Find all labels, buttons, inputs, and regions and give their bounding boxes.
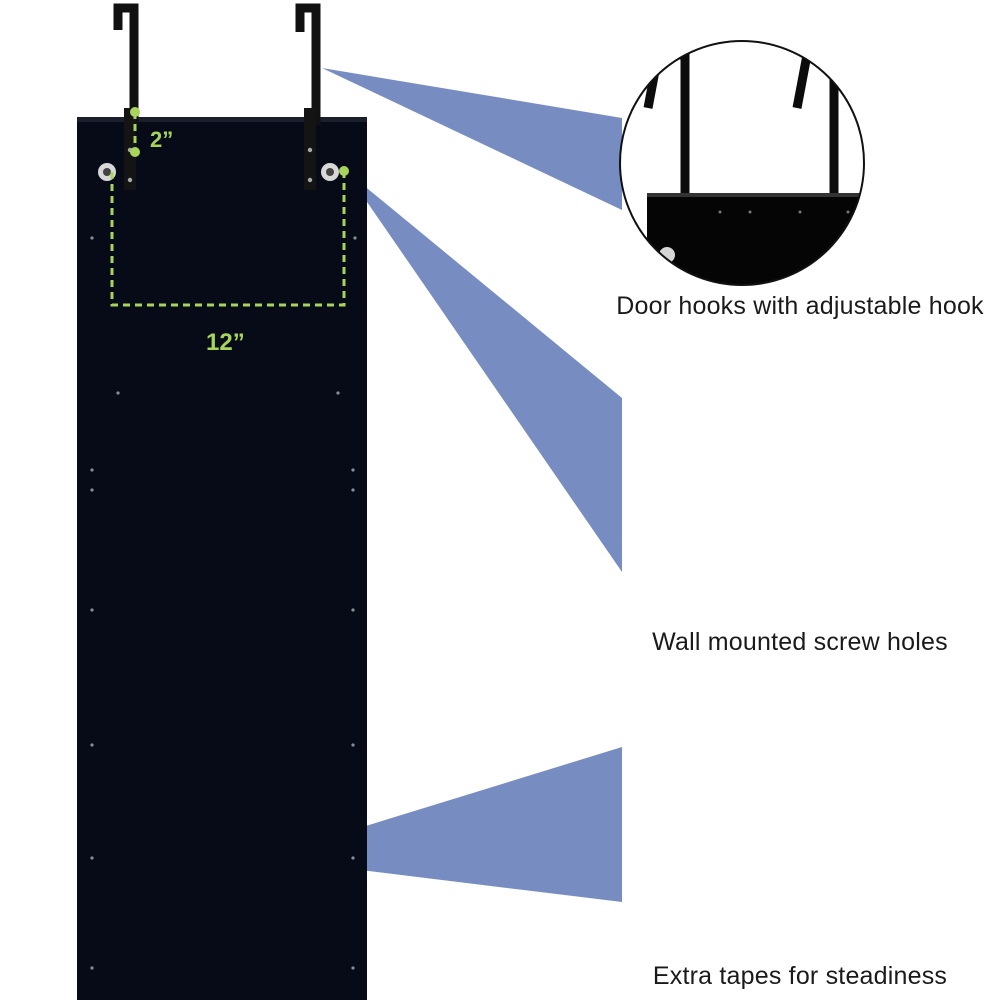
caption-door-hooks: Door hooks with adjustable hook [616, 292, 984, 320]
panel-screws [90, 236, 357, 970]
callout-beams [262, 68, 622, 902]
screw-hole-right [321, 163, 339, 181]
dimension-guides [110, 112, 346, 307]
door-hooks-icon [619, 40, 865, 286]
door-hook-right [295, 3, 321, 190]
hole-spacing-label: 12” [206, 329, 245, 356]
caption-screw-holes: Wall mounted screw holes [652, 628, 948, 656]
cabinet-back-panel [77, 117, 367, 1000]
hook-offset-label: 2” [150, 127, 173, 152]
caption-tapes: Extra tapes for steadiness [652, 962, 948, 990]
beam-screw-holes [345, 170, 622, 572]
beam-door-hooks [322, 68, 622, 210]
